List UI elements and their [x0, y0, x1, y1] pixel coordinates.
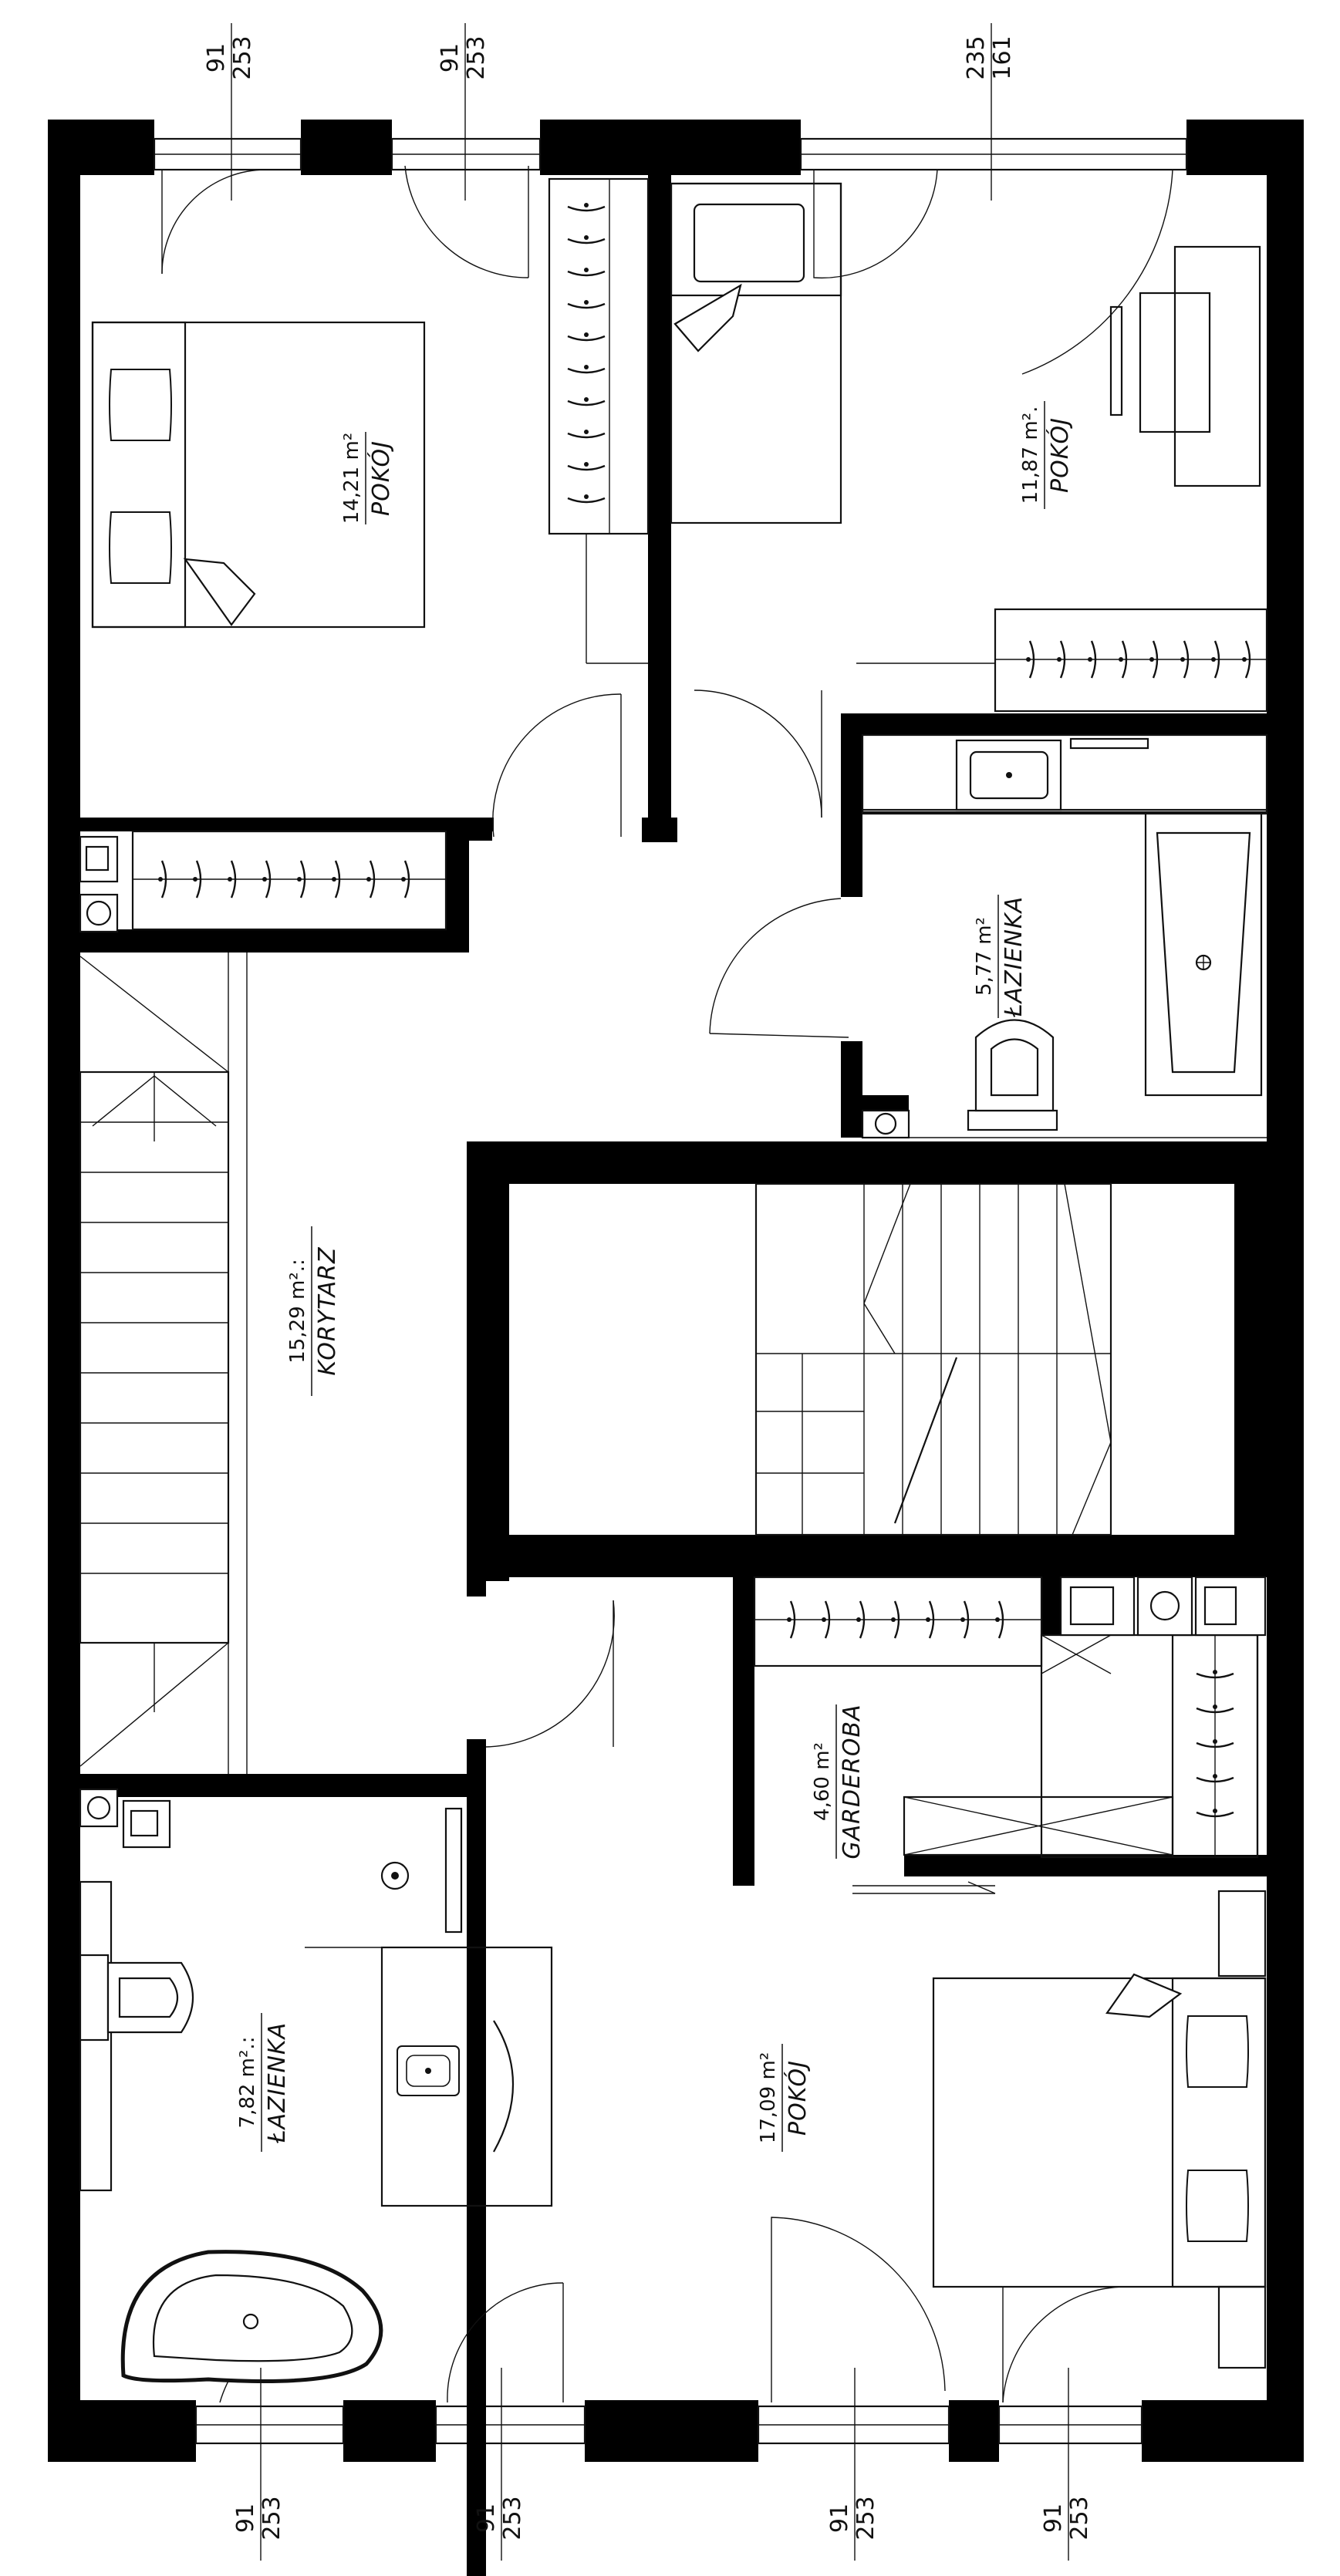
- room-name: ŁAZIENKA: [264, 2022, 291, 2143]
- room-area: 4,60 m²: [811, 1742, 834, 1821]
- label-lazienka-left: 7,82 m².: ŁAZIENKA: [236, 2013, 291, 2152]
- room-name: ŁAZIENKA: [1001, 896, 1028, 1017]
- room-area: 7,82 m².:: [236, 2037, 259, 2129]
- room-name: POKÓJ: [366, 440, 395, 516]
- window-width: 91: [826, 2504, 853, 2533]
- window-label: 91 253: [232, 2496, 285, 2540]
- window-label: 91 253: [1040, 2496, 1093, 2540]
- window-height: 253: [852, 2496, 879, 2540]
- window-labels-bottom: 91 253 91 253 91 253 91 253: [232, 2368, 1093, 2561]
- label-garderoba: 4,60 m² GARDEROBA: [811, 1704, 866, 1859]
- window-label: 91 253: [437, 35, 490, 79]
- room-labels: 14,21 m² POKÓJ 11,87 m². POKÓJ 5,77 m² Ł…: [236, 401, 1074, 2152]
- window-height: 253: [499, 2496, 526, 2540]
- room-area: 14,21 m²: [340, 433, 363, 524]
- window-height: 253: [258, 2496, 285, 2540]
- room-name: POKÓJ: [783, 2060, 812, 2136]
- label-pokoj-top-left: 14,21 m² POKÓJ: [340, 432, 395, 524]
- window-height: 253: [229, 35, 256, 79]
- furniture: [79, 177, 1268, 2383]
- window-label: 235 161: [963, 35, 1016, 79]
- room-name: KORYTARZ: [314, 1246, 341, 1376]
- windows: [153, 137, 1188, 2445]
- label-pokoj-bottom: 17,09 m² POKÓJ: [757, 2044, 812, 2152]
- window-width: 91: [232, 2504, 259, 2533]
- window-width: 91: [437, 43, 464, 72]
- label-lazienka-right: 5,77 m² ŁAZIENKA: [973, 895, 1028, 1018]
- room-area: 11,87 m².: [1019, 406, 1042, 504]
- room-name: GARDEROBA: [839, 1704, 866, 1859]
- window-height: 161: [989, 35, 1016, 79]
- stairs-right: [754, 1182, 1112, 1536]
- window-label: 91 253: [203, 35, 256, 79]
- window-width: 91: [1040, 2504, 1067, 2533]
- window-label: 91 253: [473, 2496, 526, 2540]
- window-width: 235: [963, 35, 990, 79]
- room-area: 17,09 m²: [757, 2052, 780, 2143]
- room-name: POKÓJ: [1045, 417, 1074, 493]
- window-width: 91: [473, 2504, 500, 2533]
- room-area: 5,77 m²: [973, 917, 996, 996]
- stairs-left: [79, 953, 248, 1774]
- room-area: 15,29 m².:: [286, 1259, 309, 1363]
- label-korytarz: 15,29 m².: KORYTARZ: [286, 1226, 341, 1396]
- interior-walls: [79, 174, 1269, 2576]
- window-label: 91 253: [826, 2496, 879, 2540]
- window-height: 253: [463, 35, 490, 79]
- label-pokoj-top-right: 11,87 m². POKÓJ: [1019, 401, 1074, 509]
- window-width: 91: [203, 43, 230, 72]
- window-height: 253: [1066, 2496, 1093, 2540]
- window-labels-top: 91 253 91 253 235 161: [203, 23, 1016, 201]
